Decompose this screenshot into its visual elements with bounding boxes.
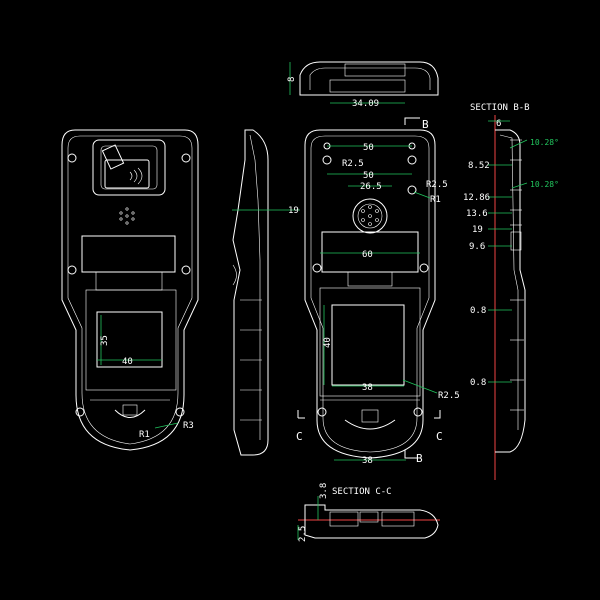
dim-sc-2-5: 2.5: [298, 526, 308, 542]
dim-front-40: 40: [122, 357, 133, 367]
dim-front-35: 35: [100, 335, 110, 346]
marker-b-top: B: [422, 118, 429, 131]
dim-sc-3-8: 3.8: [319, 483, 329, 499]
dim-sb-angle1: 10.28°: [530, 138, 559, 147]
dim-front-r1: R1: [139, 430, 150, 440]
nfc-card-icon: [101, 144, 150, 189]
marker-c-right: C: [436, 430, 443, 443]
dim-top-34: 34.09: [352, 99, 379, 109]
front-view: 35 40 R1 R3: [61, 129, 199, 451]
dim-sb-0-8a: 0.8: [470, 306, 486, 316]
dim-back-r2-5-low: R2.5: [438, 391, 460, 401]
dim-front-r3: R3: [183, 421, 194, 431]
dim-back-60: 60: [362, 250, 373, 260]
dim-back-38-bottom: 38: [362, 456, 373, 466]
round-connector: [352, 198, 388, 234]
dim-sb-0-8b: 0.8: [470, 378, 486, 388]
top-view: 8 34.09: [287, 61, 439, 109]
dim-back-r2-5-left: R2.5: [342, 159, 364, 169]
marker-c-left: C: [296, 430, 303, 443]
dim-sb-6: 6: [496, 119, 501, 129]
dim-sb-9-6: 9.6: [469, 242, 485, 252]
section-b-b: SECTION B-B 6 10.28° 10.28° 8.52 12.86 1…: [463, 103, 559, 480]
section-c-c: SECTION C-C 3.8 2.5: [297, 483, 440, 542]
dim-back-r1: R1: [430, 195, 441, 205]
dim-sb-angle2: 10.28°: [530, 180, 559, 189]
marker-b-bottom: B: [416, 452, 423, 465]
dim-sb-19: 19: [472, 225, 483, 235]
dim-back-50-mid: 50: [363, 171, 374, 181]
dim-back-26-5: 26.5: [360, 182, 382, 192]
dim-sb-12-86: 12.86: [463, 193, 490, 203]
section-b-title: SECTION B-B: [470, 103, 530, 113]
dim-back-r2-5-right: R2.5: [426, 180, 448, 190]
dim-sb-13-6: 13.6: [466, 209, 488, 219]
speaker-holes: [119, 207, 135, 225]
dim-back-50-top: 50: [363, 143, 374, 153]
dim-back-40: 40: [323, 337, 333, 348]
dim-top-8: 8: [287, 77, 297, 82]
back-view: 50 50 26.5 R2.5 R2.5 R1 60 40 38 R2.5 38…: [296, 117, 460, 466]
dim-side-19: 19: [288, 206, 299, 216]
dim-sb-8-52: 8.52: [468, 161, 490, 171]
dim-back-38: 38: [362, 383, 373, 393]
section-c-title: SECTION C-C: [332, 487, 392, 497]
side-view: 19: [232, 129, 300, 456]
